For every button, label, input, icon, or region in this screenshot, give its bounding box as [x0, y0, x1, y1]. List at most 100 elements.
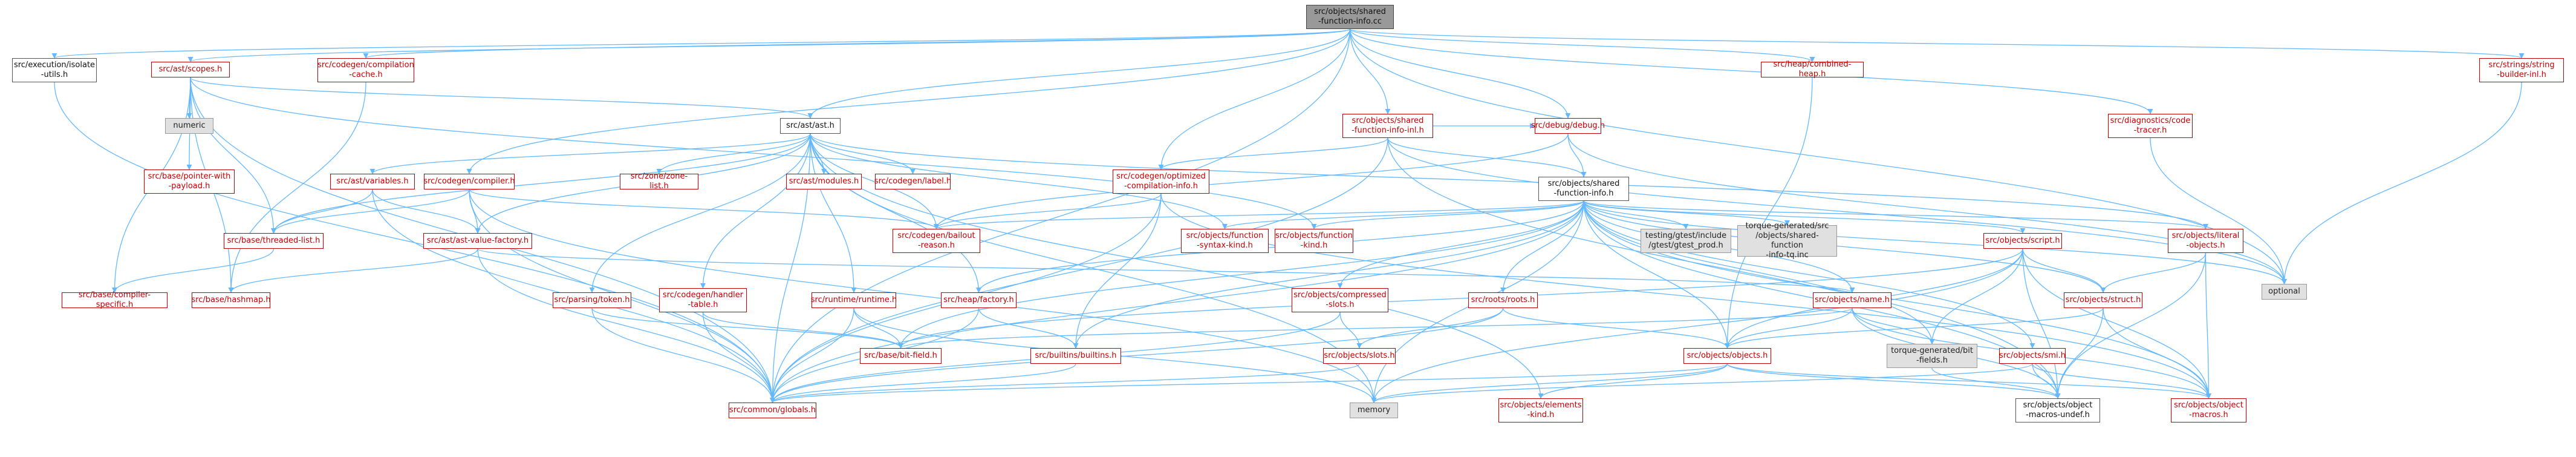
edge-root-to-combined-heap [1349, 28, 1815, 62]
node-threaded-list[interactable]: src/base/threaded-list.h [224, 233, 324, 249]
node-name[interactable]: src/objects/name.h [1813, 292, 1891, 308]
node-function-kind[interactable]: src/objects/function -kind.h [1275, 229, 1353, 253]
node-torque-sfi[interactable]: torque-generated/src /objects/shared-fun… [1737, 222, 1837, 260]
node-compiler[interactable]: src/codegen/compiler.h [423, 174, 515, 189]
node-scopes[interactable]: src/ast/scopes.h [151, 62, 230, 77]
edge-scopes-to-function-kind [190, 77, 1317, 229]
node-heap-factory[interactable]: src/heap/factory.h [941, 292, 1016, 308]
edge-combined-heap-to-objects [1724, 77, 1813, 349]
edge-ast-to-token [589, 133, 811, 293]
node-roots[interactable]: src/roots/roots.h [1468, 292, 1538, 308]
edge-scopes-to-threaded-list [190, 77, 277, 234]
edge-string-builder-to-optional [2281, 82, 2522, 284]
edge-script-to-object-macros-undef [2022, 248, 2061, 399]
node-pointer-with-payload[interactable]: src/base/pointer-with -payload.h [144, 169, 235, 194]
node-bailout-reason[interactable]: src/codegen/bailout -reason.h [893, 229, 980, 253]
edge-sfi-inl-to-optional [1387, 137, 2287, 284]
node-elements-kind[interactable]: src/objects/elements -kind.h [1498, 398, 1583, 422]
edge-smi-to-object-macros [2032, 363, 2211, 399]
edge-sfi-h-to-struct [1583, 200, 2106, 293]
node-memory[interactable]: memory [1350, 403, 1398, 418]
edge-optimized-info-to-bailout-reason [934, 193, 1162, 229]
node-bit-field[interactable]: src/base/bit-field.h [860, 348, 942, 364]
node-ast-value-factory[interactable]: src/ast/ast-value-factory.h [423, 233, 532, 249]
edge-root-to-debug [1349, 28, 1571, 119]
edge-sfi-h-to-script [1583, 200, 2026, 234]
node-objects[interactable]: src/objects/objects.h [1683, 348, 1771, 364]
node-gtest-prod[interactable]: testing/gtest/include /gtest/gtest_prod.… [1641, 229, 1731, 253]
edge-code-tracer-to-optional [2150, 137, 2288, 284]
node-code-tracer[interactable]: src/diagnostics/code -tracer.h [2108, 114, 2193, 138]
node-compiler-specific[interactable]: src/base/compiler-specific.h [62, 291, 168, 309]
edge-heap-factory-to-builtins [978, 307, 1079, 349]
node-ast-modules[interactable]: src/ast/modules.h [786, 174, 862, 189]
edge-script-to-struct [2022, 248, 2106, 293]
node-numeric[interactable]: numeric [165, 118, 213, 134]
node-sfi-inl[interactable]: src/objects/shared -function-info-inl.h [1342, 114, 1433, 138]
edge-slots-to-globals [770, 363, 1360, 403]
node-compilation-cache[interactable]: src/codegen/compilation -cache.h [317, 58, 414, 82]
edge-name-to-objects [1725, 307, 1853, 349]
edge-sfi-h-to-smi [1583, 200, 2035, 349]
edge-debug-to-optional [1567, 133, 2287, 284]
node-object-macros[interactable]: src/objects/object -macros.h [2171, 398, 2246, 422]
node-optional[interactable]: optional [2262, 284, 2307, 300]
edge-threaded-list-to-compiler-specific [112, 248, 275, 293]
edge-scopes-to-ast [190, 77, 813, 119]
edge-compiler-to-threaded-list [271, 189, 470, 234]
node-isolate-utils[interactable]: src/execution/isolate -utils.h [12, 58, 97, 82]
edge-sfi-h-to-globals [770, 200, 1584, 403]
node-smi[interactable]: src/objects/smi.h [1999, 348, 2066, 364]
edge-ast-to-label [810, 133, 916, 174]
edge-sfi-inl-to-globals [769, 137, 1388, 403]
node-sfi-h[interactable]: src/objects/shared -function-info.h [1538, 177, 1629, 201]
node-globals[interactable]: src/common/globals.h [729, 403, 816, 418]
edge-ast-value-factory-to-hashmap [228, 248, 478, 293]
node-debug[interactable]: src/debug/debug.h [1531, 118, 1605, 134]
node-object-macros-undef[interactable]: src/objects/object -macros-undef.h [2015, 398, 2100, 422]
node-combined-heap[interactable]: src/heap/combined-heap.h [1761, 60, 1864, 79]
edge-objects-to-object-macros [1726, 363, 2211, 399]
node-builtins[interactable]: src/builtins/builtins.h [1030, 348, 1121, 364]
edge-sfi-h-to-compressed-slots [1337, 200, 1584, 289]
node-token[interactable]: src/parsing/token.h [553, 292, 631, 308]
node-optimized-info[interactable]: src/codegen/optimized -compilation-info.… [1113, 169, 1209, 194]
node-function-syntax-kind[interactable]: src/objects/function -syntax-kind.h [1181, 229, 1269, 253]
edge-runtime-to-globals [769, 307, 854, 403]
node-runtime[interactable]: src/runtime/runtime.h [811, 292, 897, 308]
node-slots[interactable]: src/objects/slots.h [1323, 348, 1396, 364]
edge-handler-table-to-bit-field [702, 312, 903, 349]
node-zone-list[interactable]: src/zone/zone-list.h [620, 172, 698, 191]
node-handler-table[interactable]: src/codegen/handler -table.h [659, 288, 747, 312]
edge-sfi-h-to-objects [1583, 200, 1731, 349]
node-ast[interactable]: src/ast/ast.h [780, 118, 841, 134]
node-hashmap[interactable]: src/base/hashmap.h [191, 292, 271, 308]
node-ast-variables[interactable]: src/ast/variables.h [330, 174, 415, 189]
node-script[interactable]: src/objects/script.h [1983, 233, 2062, 249]
edge-objects-to-globals [770, 363, 1728, 403]
edge-root-to-string-builder [1349, 28, 2524, 59]
node-struct[interactable]: src/objects/struct.h [2064, 292, 2142, 308]
edge-struct-to-objects [1725, 307, 2104, 349]
edge-compiler-to-bailout-reason [469, 189, 939, 229]
edge-struct-to-object-macros [2103, 307, 2212, 399]
edge-sfi-h-to-literal-objects [1583, 200, 2208, 229]
edge-root-to-compiler [466, 28, 1351, 174]
edge-script-to-bit-field [898, 248, 2023, 349]
node-literal-objects[interactable]: src/objects/literal -objects.h [2168, 229, 2243, 253]
edge-builtins-to-globals [770, 363, 1076, 403]
edge-token-to-globals [591, 307, 776, 403]
edge-handler-table-to-globals [702, 312, 776, 403]
node-string-builder[interactable]: src/strings/string -builder-inl.h [2479, 58, 2564, 82]
edge-sfi-inl-to-optimized-info [1158, 137, 1388, 170]
node-torque-bit-fields[interactable]: torque-generated/bit -fields.h [1887, 344, 1977, 368]
edge-root-to-optimized-info [1158, 28, 1351, 170]
edge-sfi-h-to-builtins [1073, 200, 1584, 349]
edge-literal-objects-to-object-macros-undef [2055, 252, 2207, 399]
node-compressed-slots[interactable]: src/objects/compressed -slots.h [1292, 288, 1388, 312]
edge-debug-to-bailout-reason [934, 133, 1569, 229]
edge-ast-variables-to-ast-value-factory [372, 189, 481, 234]
node-label[interactable]: src/codegen/label.h [874, 174, 951, 189]
edge-objects-to-memory [1371, 363, 1728, 403]
edge-root-to-globals [769, 28, 1351, 403]
